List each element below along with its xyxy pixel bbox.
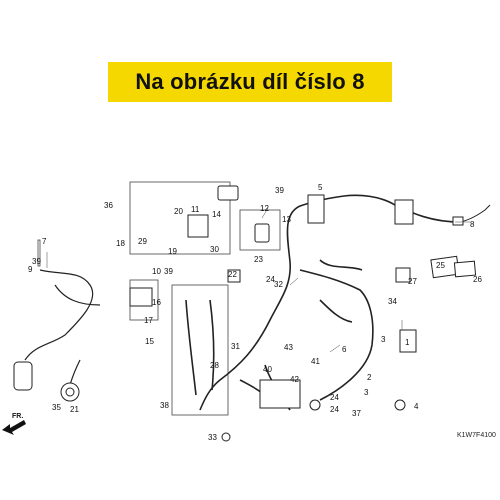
label-22: 22 [228, 270, 237, 279]
label-24-b: 24 [330, 393, 339, 402]
diagram-code: K1W7F4100 [457, 432, 496, 439]
label-16: 16 [152, 298, 161, 307]
bracket-7 [37, 239, 41, 267]
label-38: 38 [160, 401, 169, 410]
cover-26 [453, 260, 477, 278]
label-5: 5 [318, 183, 323, 192]
battery-component [13, 361, 33, 391]
label-10: 10 [152, 267, 161, 276]
label-2: 2 [367, 373, 372, 382]
label-24-a: 24 [266, 275, 275, 284]
label-37: 37 [352, 409, 361, 418]
label-18: 18 [116, 239, 125, 248]
label-14: 14 [212, 210, 221, 219]
label-15: 15 [145, 337, 154, 346]
label-12: 12 [260, 204, 269, 213]
label-42: 42 [290, 375, 299, 384]
label-43: 43 [284, 343, 293, 352]
left-harness [24, 269, 101, 386]
label-6: 6 [342, 345, 347, 354]
part-4 [394, 399, 406, 411]
group-box-center [171, 284, 229, 416]
main-harness [185, 194, 461, 411]
title-text: Na obrázku díl číslo 8 [135, 69, 365, 94]
label-3-b: 3 [364, 388, 369, 397]
part-19 [187, 214, 209, 238]
label-9: 9 [28, 265, 33, 274]
label-7: 7 [42, 237, 47, 246]
label-39-a: 39 [275, 186, 284, 195]
label-19: 19 [168, 247, 177, 256]
label-32: 32 [274, 280, 283, 289]
part-17 [129, 287, 153, 307]
group-boxes [37, 181, 281, 416]
label-35: 35 [52, 403, 61, 412]
label-1: 1 [405, 338, 410, 347]
ecu-block [259, 379, 301, 409]
label-39-b: 39 [164, 267, 173, 276]
direction-arrow-icon [2, 420, 26, 435]
label-40: 40 [263, 365, 272, 374]
label-20: 20 [174, 207, 183, 216]
label-41: 41 [311, 357, 320, 366]
label-31: 31 [231, 342, 240, 351]
label-26: 26 [473, 275, 482, 284]
label-21: 21 [70, 405, 79, 414]
fuse-box [394, 199, 414, 225]
group-box-12 [239, 209, 281, 251]
part-labels: 1 2 3 3 4 5 6 7 8 9 10 11 12 13 14 15 16… [28, 183, 482, 442]
part-27 [395, 267, 411, 283]
label-27: 27 [408, 277, 417, 286]
label-33: 33 [208, 433, 217, 442]
label-36: 36 [104, 201, 113, 210]
label-11: 11 [191, 205, 200, 214]
label-13: 13 [282, 215, 291, 224]
label-30: 30 [210, 245, 219, 254]
part-14 [217, 185, 239, 201]
label-17: 17 [144, 316, 153, 325]
sensor-1 [399, 329, 417, 353]
label-3-a: 3 [381, 335, 386, 344]
label-4: 4 [414, 402, 419, 411]
title-banner: Na obrázku díl číslo 8 [108, 62, 392, 102]
part-33 [221, 432, 231, 442]
part-13 [254, 223, 270, 243]
label-25: 25 [436, 261, 445, 270]
group-box-top [129, 181, 231, 255]
label-28: 28 [210, 361, 219, 370]
label-8: 8 [470, 220, 475, 229]
label-24-c: 24 [330, 405, 339, 414]
relay-5 [307, 194, 325, 224]
label-29: 29 [138, 237, 147, 246]
direction-label: FR. [12, 413, 23, 420]
part-8-sensor [452, 204, 491, 226]
part-22 [227, 269, 241, 283]
components [13, 185, 477, 442]
label-39-c: 39 [32, 257, 41, 266]
label-23: 23 [254, 255, 263, 264]
label-34: 34 [388, 297, 397, 306]
leader-lines [46, 207, 470, 353]
fr-arrow: FR. [2, 413, 26, 435]
part-24-b [309, 399, 321, 411]
